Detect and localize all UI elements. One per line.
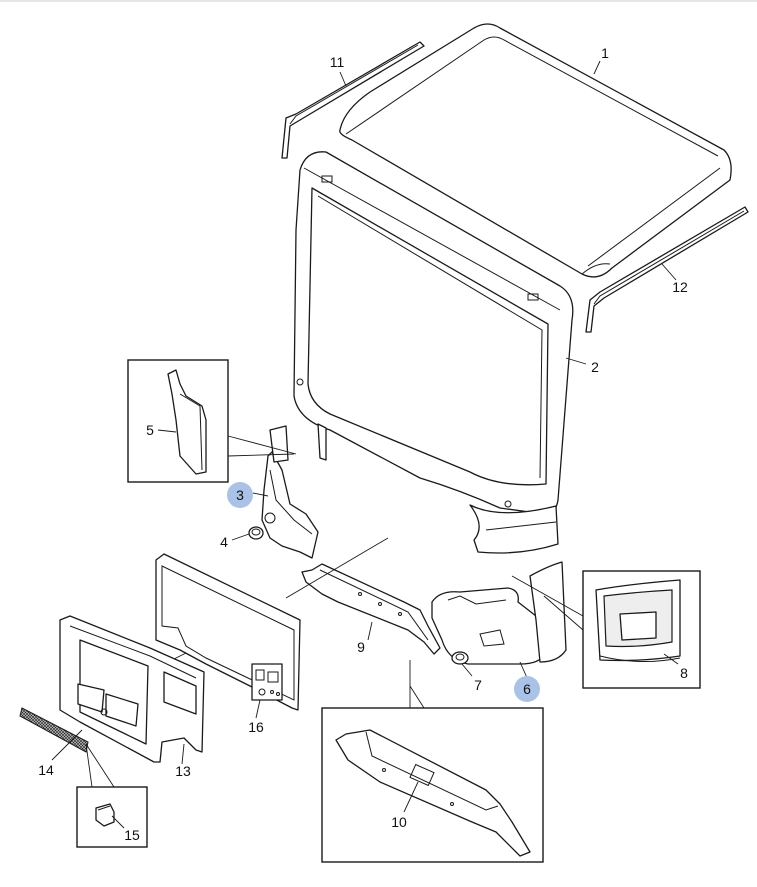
callout-11[interactable]: 11 bbox=[330, 54, 345, 70]
callout-12[interactable]: 12 bbox=[672, 279, 688, 295]
part-8-detail-box bbox=[511, 570, 701, 689]
part-5-bracket[interactable] bbox=[167, 369, 207, 475]
part-2-front-panel[interactable] bbox=[293, 151, 574, 554]
callout-6[interactable]: 6 bbox=[523, 681, 531, 697]
part-10-crossmember[interactable] bbox=[335, 729, 531, 857]
part-9-bracket[interactable] bbox=[301, 563, 441, 655]
part-3-hole bbox=[264, 512, 276, 524]
assembly-line bbox=[285, 537, 389, 599]
part-15-clip[interactable] bbox=[95, 803, 115, 827]
part-8-corner-cover[interactable] bbox=[595, 579, 681, 663]
part-12-trim-strip[interactable] bbox=[585, 206, 749, 333]
part-7-plug[interactable] bbox=[451, 651, 469, 665]
part-4-plug[interactable] bbox=[248, 526, 264, 540]
part-8-outer-piece bbox=[529, 561, 567, 663]
part-3-corner-trim[interactable] bbox=[261, 451, 319, 559]
callout-4[interactable]: 4 bbox=[220, 534, 228, 550]
callout-16[interactable]: 16 bbox=[248, 719, 264, 735]
callout-2[interactable]: 2 bbox=[591, 359, 599, 375]
callout-13[interactable]: 13 bbox=[175, 763, 191, 779]
callout-labels: 1 2 3 4 5 6 7 8 9 10 11 12 13 14 15 16 bbox=[38, 45, 688, 843]
leader-lines bbox=[51, 60, 679, 829]
part-16-inner-panel[interactable] bbox=[155, 553, 301, 711]
callout-6-highlight bbox=[514, 676, 540, 702]
callout-9[interactable]: 9 bbox=[357, 639, 365, 655]
part-5-detail-box bbox=[127, 359, 297, 483]
callout-10[interactable]: 10 bbox=[391, 814, 407, 830]
callout-8[interactable]: 8 bbox=[680, 665, 688, 681]
part-13-outer-panel[interactable] bbox=[59, 615, 205, 763]
callout-14[interactable]: 14 bbox=[38, 762, 54, 778]
part-1-roof-panel[interactable] bbox=[339, 23, 732, 278]
callout-7[interactable]: 7 bbox=[474, 677, 482, 693]
callout-5[interactable]: 5 bbox=[146, 422, 154, 438]
part-6-corner-trim[interactable] bbox=[431, 587, 545, 665]
callout-3-highlight bbox=[227, 482, 253, 508]
part-11-trim-strip[interactable] bbox=[281, 41, 425, 159]
callout-15[interactable]: 15 bbox=[124, 827, 140, 843]
part-10-detail-box bbox=[321, 660, 544, 863]
callout-3[interactable]: 3 bbox=[236, 487, 244, 503]
part-3-upper-strip bbox=[269, 423, 327, 463]
part-15-detail-box bbox=[76, 743, 148, 848]
callout-1[interactable]: 1 bbox=[601, 45, 609, 61]
